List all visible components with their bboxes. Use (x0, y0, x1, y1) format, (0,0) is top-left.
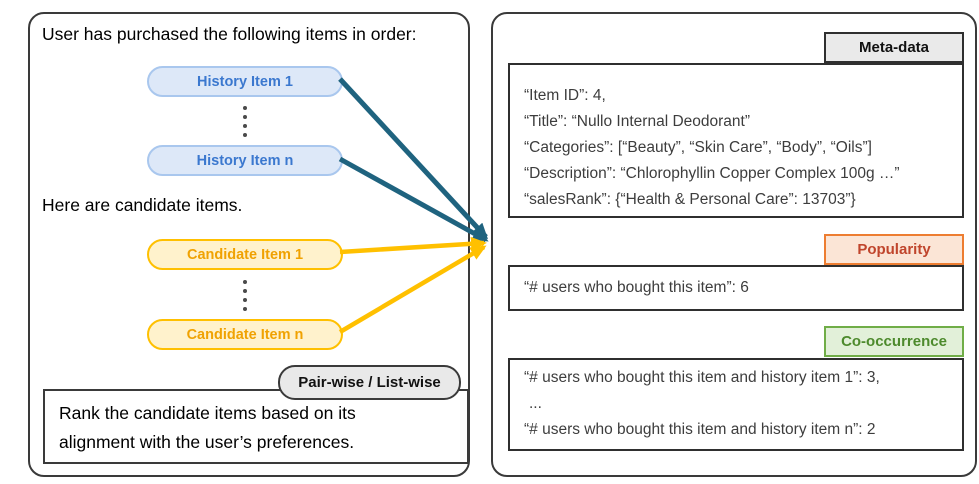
cooccurrence-box: “# users who bought this item and histor… (508, 358, 964, 451)
history-item-n-node: History Item n (147, 145, 343, 176)
vertical-ellipsis-icon (241, 106, 249, 137)
cooccurrence-label: Co-occurrence (824, 326, 964, 357)
history-item-1-node: History Item 1 (147, 66, 343, 97)
metadata-label: Meta-data (824, 32, 964, 63)
cooccurrence-line: “# users who bought this item and histor… (524, 369, 880, 386)
history-intro-text: User has purchased the following items i… (42, 24, 417, 44)
metadata-line: “Categories”: [“Beauty”, “Skin Care”, “B… (524, 139, 872, 156)
metadata-box: “Item ID”: 4, “Title”: “Nullo Internal D… (508, 63, 964, 218)
cooccurrence-line: “# users who bought this item and histor… (524, 421, 876, 438)
popularity-label: Popularity (824, 234, 964, 265)
instruction-line: alignment with the user’s preferences. (59, 432, 355, 452)
popularity-box: “# users who bought this item”: 6 (508, 265, 964, 311)
candidate-intro-text: Here are candidate items. (42, 195, 243, 215)
instruction-line: Rank the candidate items based on its (59, 403, 356, 423)
metadata-line: “Item ID”: 4, (524, 87, 606, 104)
ranking-method-tag: Pair-wise / List-wise (278, 365, 461, 400)
popularity-line: “# users who bought this item”: 6 (524, 279, 749, 296)
item-info-panel: Meta-data “Item ID”: 4, “Title”: “Nullo … (491, 12, 977, 477)
candidate-item-n-node: Candidate Item n (147, 319, 343, 350)
metadata-line: “Title”: “Nullo Internal Deodorant” (524, 113, 750, 130)
metadata-line: “Description”: “Chlorophyllin Copper Com… (524, 165, 900, 182)
cooccurrence-ellipsis: ... (529, 395, 542, 412)
candidate-item-1-node: Candidate Item 1 (147, 239, 343, 270)
vertical-ellipsis-icon (241, 280, 249, 311)
ranking-instruction-box: Rank the candidate items based on its al… (43, 389, 469, 464)
prompt-panel: User has purchased the following items i… (28, 12, 470, 477)
metadata-line: “salesRank”: {“Health & Personal Care”: … (524, 191, 856, 208)
